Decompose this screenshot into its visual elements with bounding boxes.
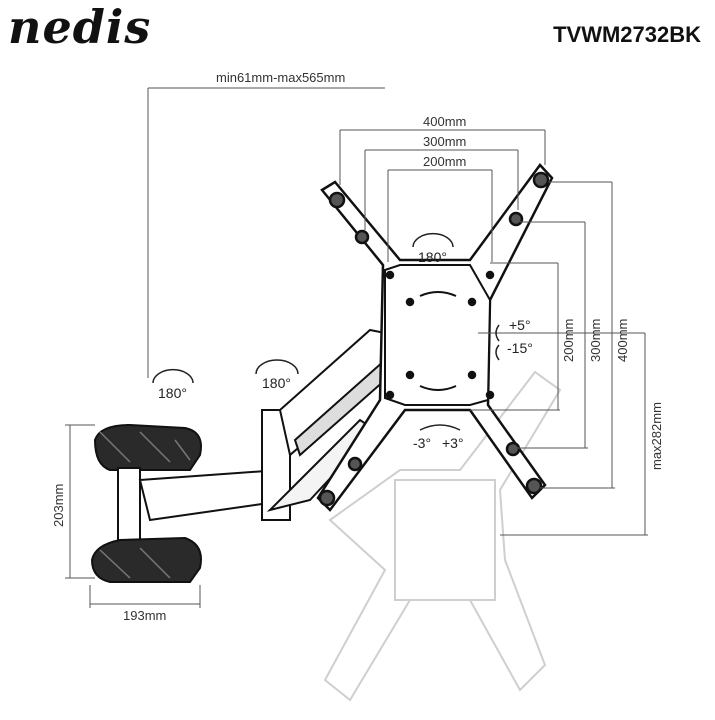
arm <box>138 328 402 522</box>
vesa-plate <box>316 163 554 512</box>
model-number: TVWM2732BK <box>553 22 701 47</box>
rotation-arrows <box>152 232 500 431</box>
vesa-height-300-label: 300mm <box>588 319 603 362</box>
tilt-up-label: +5° <box>509 317 531 333</box>
level-right-label: +3° <box>442 435 464 451</box>
vesa-height-400-label: 400mm <box>615 319 630 362</box>
rotate-plate-label: 180° <box>418 249 447 265</box>
dimension-lines <box>65 87 648 608</box>
swivel-wall-label: 180° <box>158 385 187 401</box>
wall-plate <box>90 423 202 583</box>
wall-plate-width-label: 193mm <box>123 608 166 623</box>
swivel-arm-label: 180° <box>262 375 291 391</box>
vesa-height-200-label: 200mm <box>561 319 576 362</box>
arm-extension-label: min61mm-max565mm <box>216 70 345 85</box>
level-left-label: -3° <box>413 435 431 451</box>
wall-plate-height-label: 203mm <box>51 484 66 527</box>
brand-logo: nedis <box>8 0 152 54</box>
max-height-label: max282mm <box>649 402 664 470</box>
vesa-width-400-label: 400mm <box>423 114 466 129</box>
vesa-width-300-label: 300mm <box>423 134 466 149</box>
vesa-width-200-label: 200mm <box>423 154 466 169</box>
tilt-down-label: -15° <box>507 340 533 356</box>
